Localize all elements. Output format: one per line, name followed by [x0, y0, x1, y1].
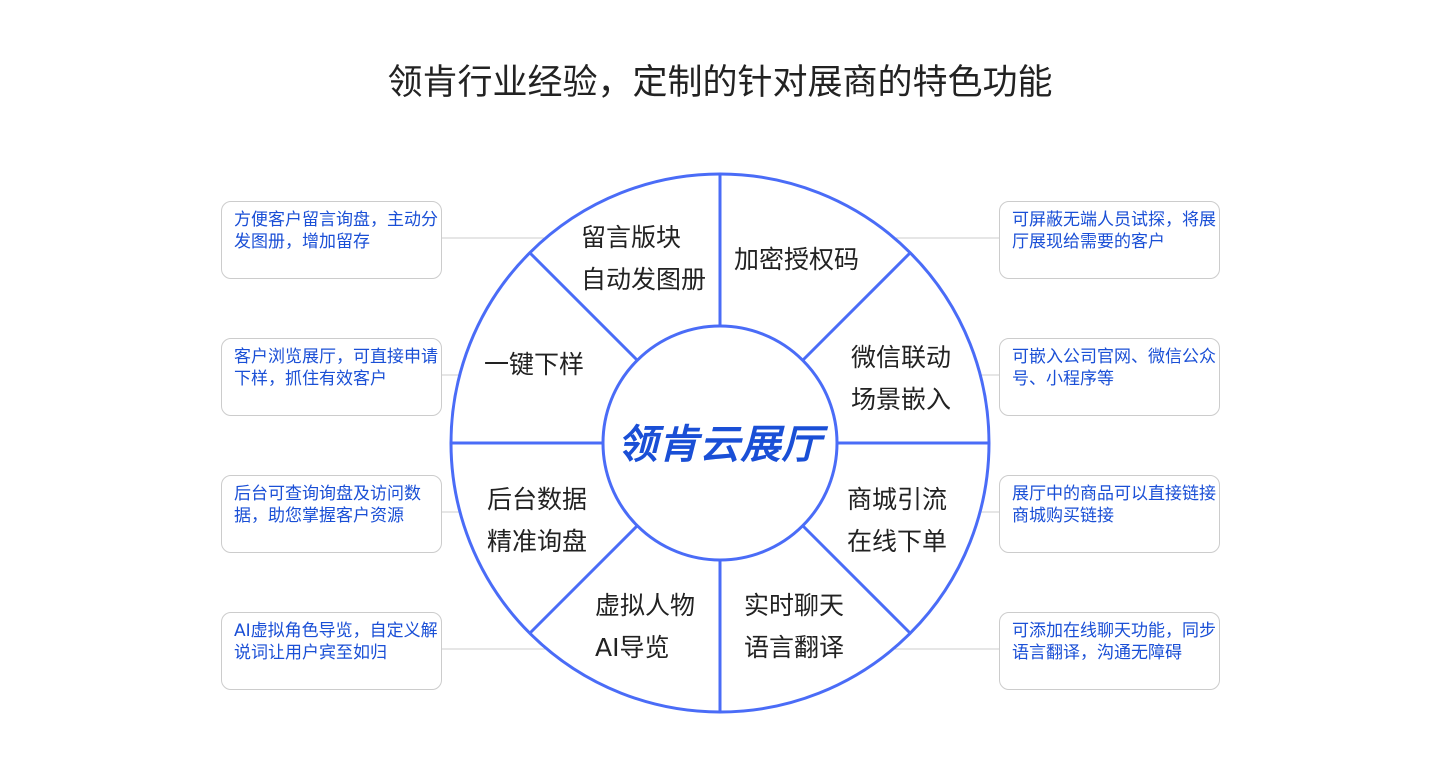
description-box: 可屏蔽无端人员试探，将展厅展现给需要的客户 — [999, 201, 1220, 279]
description-box: 客户浏览展厅，可直接申请下样，抓住有效客户 — [221, 338, 442, 416]
segment-chat: 实时聊天语言翻译 — [744, 591, 845, 662]
inner-circle — [601, 324, 839, 562]
segment-message: 留言版块自动发图册 — [581, 223, 707, 294]
description-box: AI虚拟角色导览，自定义解说词让用户宾至如归 — [221, 612, 442, 690]
segment-dividers — [451, 174, 989, 712]
description-box: 可添加在线聊天功能，同步语言翻译，沟通无障碍 — [999, 612, 1220, 690]
description-box: 方便客户留言询盘，主动分发图册，增加留存 — [221, 201, 442, 279]
segment-wechat: 微信联动场景嵌入 — [851, 343, 952, 414]
segment-backend-data: 后台数据精准询盘 — [487, 485, 588, 556]
description-box: 后台可查询询盘及访问数据，助您掌握客户资源 — [221, 475, 442, 553]
description-box: 展厅中的商品可以直接链接商城购买链接 — [999, 475, 1220, 553]
center-label: 领肯云展厅 — [617, 422, 823, 468]
segment-sample: 一键下样 — [484, 350, 585, 379]
segment-mall: 商城引流在线下单 — [847, 485, 948, 556]
segment-auth-code: 加密授权码 — [734, 245, 860, 274]
page-title: 领肯行业经验，定制的针对展商的特色功能 — [387, 63, 1053, 103]
description-box: 可嵌入公司官网、微信公众号、小程序等 — [999, 338, 1220, 416]
